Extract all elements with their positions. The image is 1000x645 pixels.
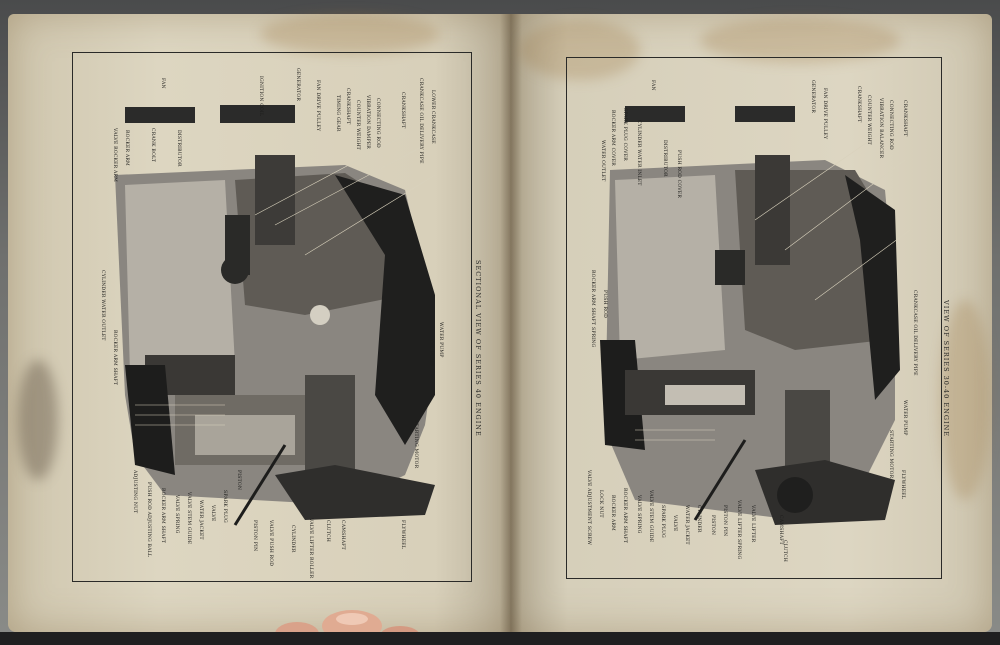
callout-label: VALVE SPRING <box>174 495 179 534</box>
callout-label: GENERATOR <box>810 80 815 114</box>
callout-label: FLYWHEEL <box>900 470 905 500</box>
callout-label: OIL PUMP <box>428 340 433 367</box>
callout-label: VALVE ROCKER ARM <box>112 128 117 183</box>
callout-label: VIBRATION DAMPER <box>365 95 370 149</box>
callout-label: COUNTER WEIGHT <box>355 100 360 150</box>
callout-label: VALVE SPRING <box>636 495 641 534</box>
callout-label: VALVE ADJUSTMENT SCREW <box>586 470 591 546</box>
paper-stain <box>940 300 990 500</box>
table-edge <box>0 632 1000 645</box>
callout-label: ROCKER ARM SHAFT <box>622 488 627 544</box>
callout-label: IGNITION COIL <box>258 76 263 117</box>
callout-label: CYLINDER WATER OUTLET <box>100 270 105 341</box>
callout-label: GENERATOR <box>295 68 300 102</box>
paper-stain <box>700 18 900 63</box>
callout-label: WATER PUMP <box>902 400 907 436</box>
callout-label: DISTRIBUTOR <box>176 130 181 167</box>
callout-label: ROCKER ARM <box>124 130 129 166</box>
callout-label: CAMSHAFT <box>340 520 345 550</box>
callout-label: VALVE PUSH ROD <box>268 520 273 567</box>
callout-label: WATER OUTLET <box>600 140 605 182</box>
book-gutter <box>500 14 522 632</box>
callout-label: CRANKSHAFT <box>856 86 861 123</box>
callout-label: CYLINDER <box>696 505 701 533</box>
callout-label: LOWER CRANKCASE <box>430 90 435 144</box>
left-page-caption: SECTIONAL VIEW OF SERIES 40 ENGINE <box>474 260 482 437</box>
callout-label: VALVE LIFTER SPRING <box>736 500 741 560</box>
callout-label: CYLINDER <box>290 525 295 553</box>
callout-label: FAN DRIVE PULLEY <box>822 88 827 140</box>
callout-label: CLUTCH <box>782 540 787 562</box>
callout-label: ROCKER ARM SHAFT <box>112 330 117 386</box>
callout-label: WATER PUMP <box>438 322 443 358</box>
callout-label: PUSH ROD COVER <box>676 150 681 198</box>
callout-label: VALVE <box>210 505 215 522</box>
callout-label: ROCKER ARM <box>610 495 615 531</box>
callout-label: CRANKSHAFT <box>400 92 405 129</box>
callout-label: CONNECTING ROD <box>888 100 893 150</box>
callout-label: SPARK PLUG COVER <box>622 108 627 161</box>
paper-stain <box>520 20 640 80</box>
callout-label: VALVE STEM GUIDE <box>648 490 653 543</box>
callout-label: LOCK NUT <box>598 490 603 518</box>
right-engine-cutaway-illustration <box>600 106 911 525</box>
callout-label: TIMING GEAR <box>335 95 340 132</box>
callout-label: VALVE LIFTER ROLLER <box>308 518 313 579</box>
paper-stain <box>18 360 58 480</box>
callout-label: CRANKCASE OIL DELIVERY PIPE <box>912 290 917 376</box>
callout-label: CRANKSHAFT <box>902 100 907 137</box>
callout-label: CLUTCH <box>325 520 330 542</box>
callout-label: VALVE STEM GUIDE <box>186 492 191 545</box>
paper-stain <box>260 14 440 54</box>
right-page-caption: VIEW OF SERIES 30-40 ENGINE <box>942 300 950 438</box>
callout-label: CAMSHAFT <box>778 515 783 545</box>
callout-label: PUSH ROD <box>602 290 607 319</box>
callout-label: VALVE <box>672 515 677 532</box>
callout-label: SPARK PLUG <box>660 505 665 538</box>
callout-label: PUSH ROD ADJUSTING BALL <box>146 482 151 558</box>
callout-label: FAN <box>650 80 655 91</box>
callout-label: STARTING MOTOR <box>413 420 418 469</box>
callout-label: COUNTER WEIGHT <box>866 95 871 145</box>
left-engine-cutaway-illustration <box>115 105 436 526</box>
callout-label: WATER JACKET <box>198 500 203 540</box>
callout-label: CYLINDER WATER INLET <box>636 120 641 186</box>
callout-label: ROCKER ARM SHAFT <box>160 488 165 544</box>
callout-label: STARTING MOTOR <box>888 430 893 479</box>
callout-label: DISTRIBUTOR <box>662 140 667 177</box>
callout-label: VALVE LIFTER <box>750 505 755 543</box>
left-illustration-frame <box>72 52 472 582</box>
callout-label: SPARK PLUG <box>222 490 227 523</box>
callout-label: CRANKSHAFT <box>345 88 350 125</box>
right-illustration-frame <box>566 57 942 579</box>
callout-label: VIBRATION BALANCER <box>878 98 883 159</box>
callout-label: ADJUSTING NUT <box>132 470 137 514</box>
callout-label: ROCKER ARM SHAFT SPRING <box>590 270 595 348</box>
callout-label: CRANKCASE OIL DELIVERY PIPE <box>418 78 423 164</box>
callout-label: PISTON PIN <box>252 520 257 552</box>
callout-label: FAN <box>160 78 165 89</box>
callout-label: CRANK BOLT <box>150 128 155 163</box>
callout-label: ROCKER ARM COVER <box>610 110 615 166</box>
callout-label: PISTON PIN <box>722 505 727 537</box>
callout-label: FLYWHEEL <box>400 520 405 550</box>
callout-label: PISTON <box>236 470 241 491</box>
callout-label: PISTON <box>710 515 715 536</box>
callout-label: CONNECTING ROD <box>375 98 380 148</box>
callout-label: WATER JACKET <box>684 505 689 545</box>
callout-label: FAN DRIVE PULLEY <box>315 80 320 132</box>
